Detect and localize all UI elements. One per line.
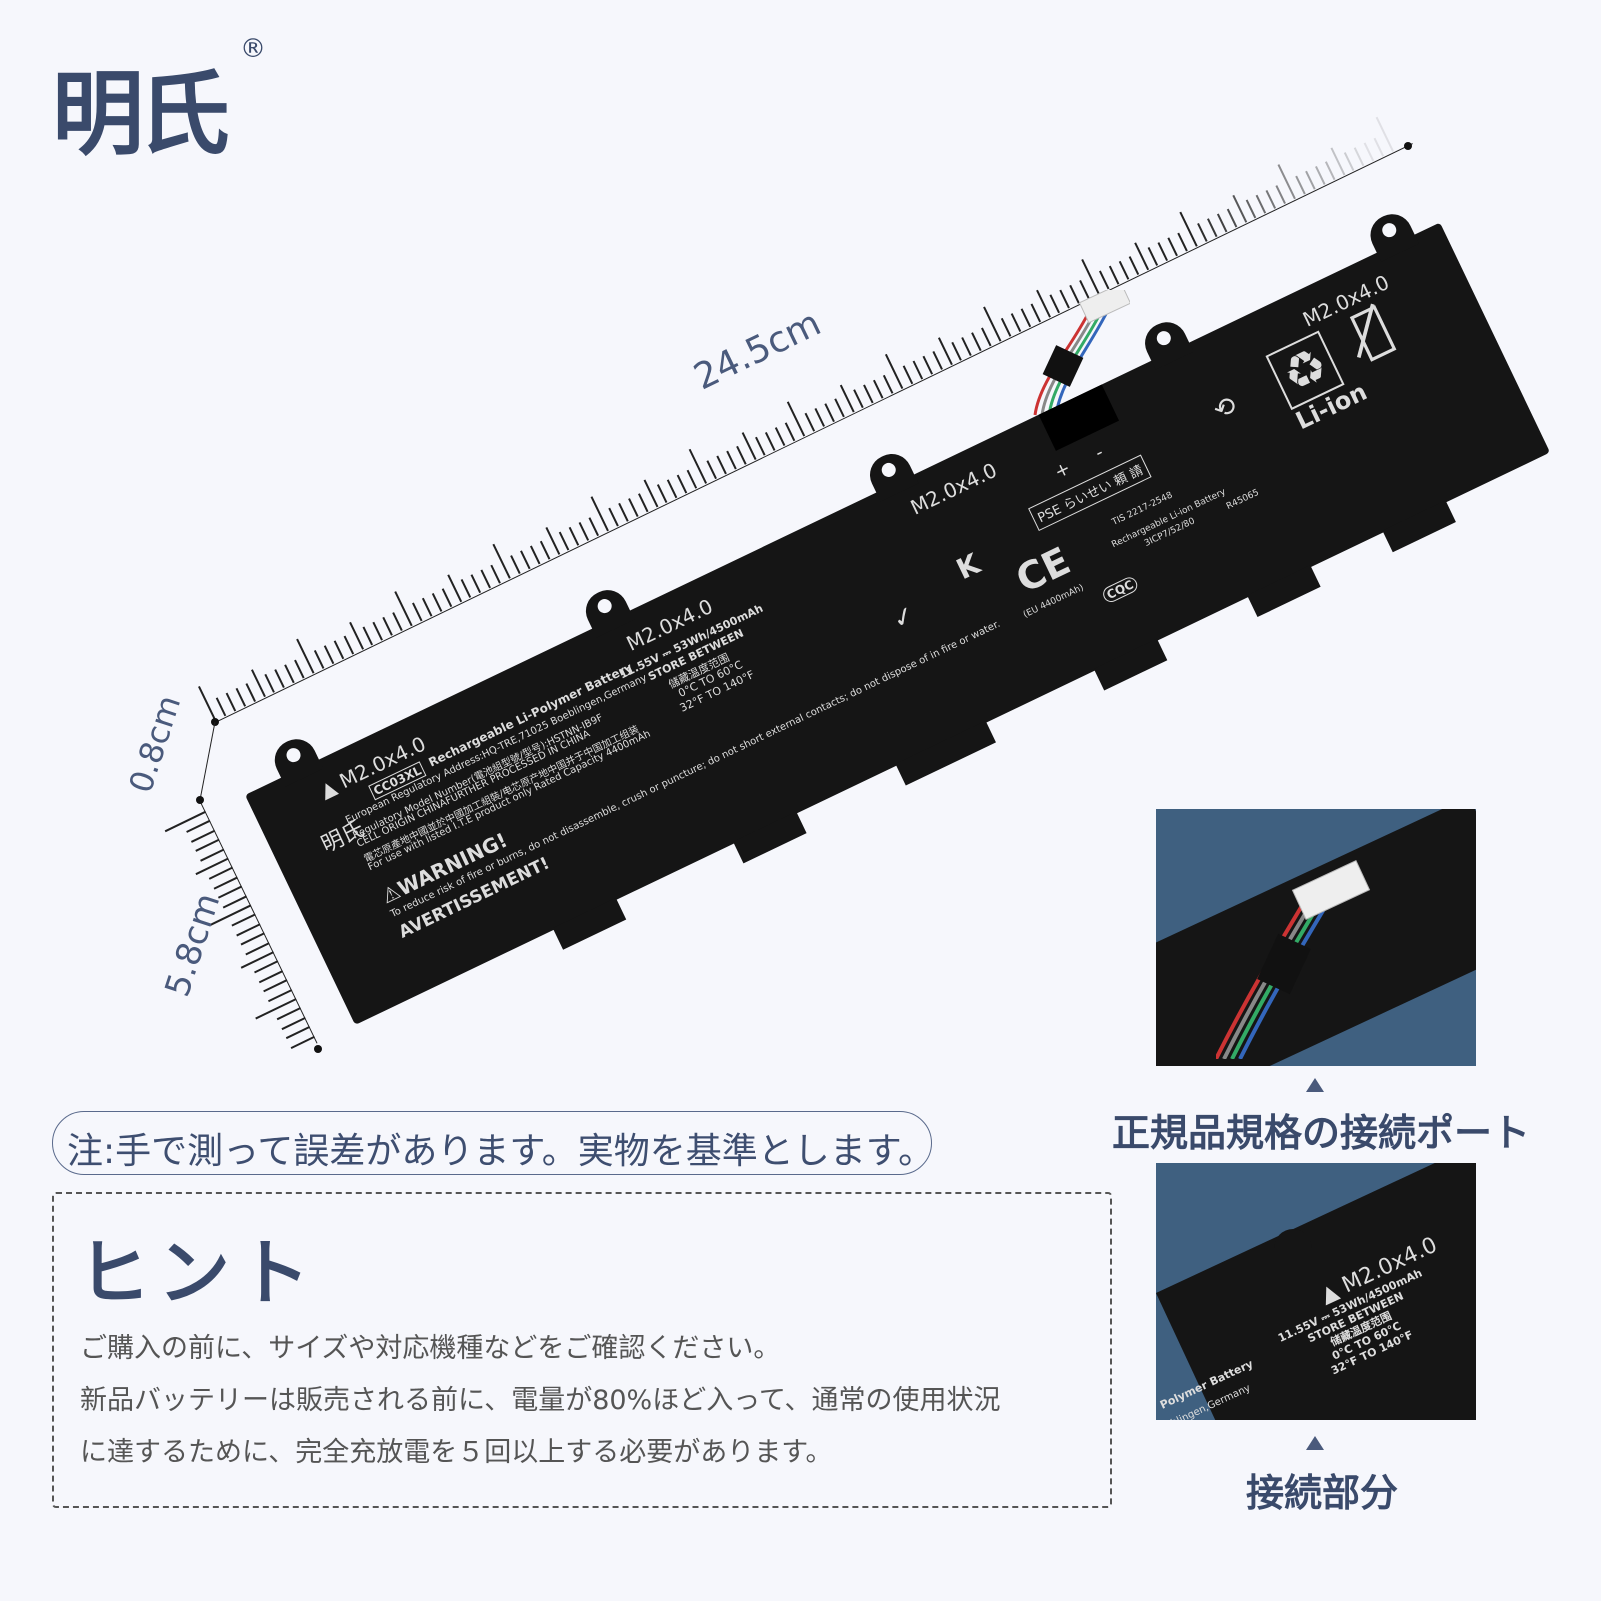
cqc-mark: CQC [1100, 574, 1140, 605]
inset-caption: 接続部分 [1246, 1471, 1399, 1515]
ruler-endpoint [1404, 142, 1412, 150]
pointer-up-icon [1306, 1078, 1324, 1092]
ruler-tick [285, 1026, 311, 1040]
ruler-tick [236, 923, 261, 937]
ruler-tick [254, 960, 279, 974]
plus-terminal: + [1051, 457, 1074, 484]
inset-caption: 正規品規格の接続ポート [1112, 1111, 1531, 1155]
minus-terminal: - [1091, 441, 1107, 464]
pointer-up-icon [1306, 1436, 1324, 1450]
hint-box: ヒント ご購入の前に、サイズや対応機種などをご確認ください。 新品バッテリーは販… [52, 1192, 1112, 1508]
ruler-endpoint [196, 796, 204, 804]
ruler-tick [263, 979, 288, 993]
ruler-endpoint [314, 1045, 322, 1053]
ukca-icon: ⟲ [1208, 390, 1242, 427]
ruler-tick [164, 810, 207, 833]
ruler-tick [240, 932, 265, 946]
ruler-tick [195, 838, 220, 852]
r-code: R45065 [1224, 487, 1261, 512]
brand-logo: 明氏 [52, 61, 230, 168]
hint-line: に達するために、完全充放電を５回以上する必要があります。 [80, 1437, 833, 1468]
rcm-icon: ✓ [887, 599, 921, 637]
ruler-tick [190, 829, 216, 843]
pse-mark: PSE らいせい 頼 請 [1028, 454, 1152, 532]
registered-mark: ® [240, 34, 266, 64]
ruler-tick [218, 885, 243, 899]
ruler-tick [267, 988, 293, 1002]
ruler-tick [258, 969, 284, 984]
hint-line: ご購入の前に、サイズや対応機種などをご確認ください。 [80, 1333, 781, 1364]
hint-line: 新品バッテリーは販売される前に、電量が80%ほど入って、通常の使用状況 [80, 1385, 1001, 1416]
ruler-tick [276, 1007, 302, 1021]
ruler-tick [199, 848, 225, 862]
ruler-tick [231, 913, 256, 927]
connector-port-photo [1156, 809, 1476, 1066]
kc-icon: K [951, 547, 986, 587]
connection-part-photo: ▲ M2.0x4.0 Polymer Battery oeblingen,Ger… [1156, 1163, 1476, 1420]
connector-cable [1020, 282, 1132, 420]
ruler-tick [186, 820, 211, 834]
ruler-tick [245, 941, 270, 956]
measurement-note: 注:手で測って誤差があります。実物を基準とします。 [52, 1111, 934, 1175]
ruler-tick [281, 1016, 306, 1030]
hint-title: ヒント [78, 1231, 319, 1315]
crossed-bin-icon: 🗑̸ [1342, 293, 1401, 367]
ruler-tick [213, 876, 238, 890]
ruler-tick [208, 866, 234, 881]
ruler-tick [255, 998, 297, 1020]
